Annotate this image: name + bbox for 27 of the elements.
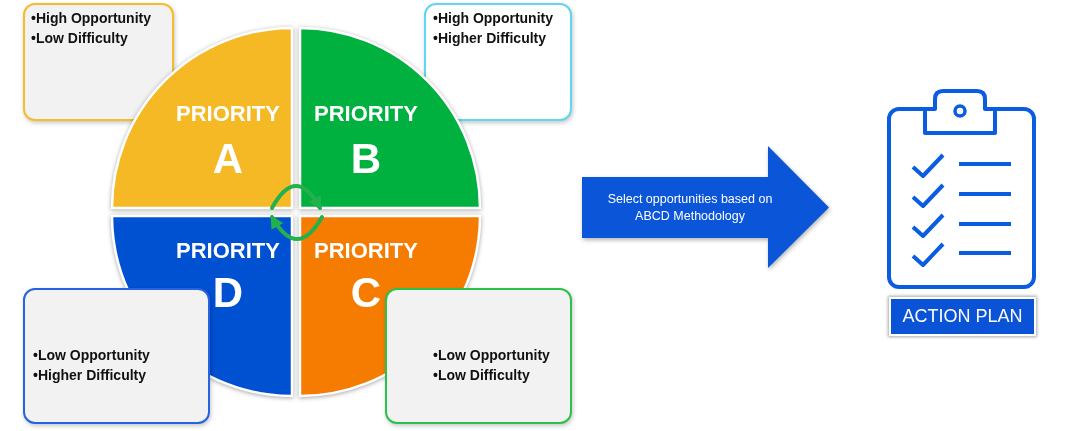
bullet-text: •High Opportunity — [433, 9, 553, 28]
bullet-text: •Low Opportunity — [33, 346, 150, 365]
bullet-text: •Higher Difficulty — [33, 365, 147, 385]
curved-arrow — [270, 184, 322, 211]
priority-label: PRIORITY — [176, 103, 280, 125]
priority-letter: D — [212, 272, 244, 314]
priority-label: PRIORITY — [176, 240, 280, 262]
clipboard-icon — [884, 87, 1039, 291]
bullet-text: •High Opportunity — [31, 9, 151, 28]
bullet-text: •Low Difficulty — [31, 28, 128, 48]
note-card — [424, 3, 572, 121]
curved-arrow — [270, 214, 324, 241]
priority-label: PRIORITY — [314, 240, 418, 262]
note-card — [23, 3, 174, 121]
priority-label: PRIORITY — [314, 103, 418, 125]
arrow-text: Select opportunities based on ABCD Methodology — [606, 191, 774, 225]
note-card — [23, 288, 210, 424]
note-card — [385, 288, 572, 424]
bullet-text: •Low Difficulty — [433, 365, 530, 385]
bullet-text: •Higher Difficulty — [433, 28, 547, 48]
priority-letter: A — [212, 138, 244, 180]
label-banner: ACTION PLAN — [889, 297, 1036, 336]
priority-letter: B — [350, 138, 382, 180]
block-arrow — [582, 146, 830, 269]
bullet-text: •Low Opportunity — [433, 346, 550, 365]
priority-letter: C — [350, 272, 382, 314]
priority-quadrant — [300, 26, 482, 208]
